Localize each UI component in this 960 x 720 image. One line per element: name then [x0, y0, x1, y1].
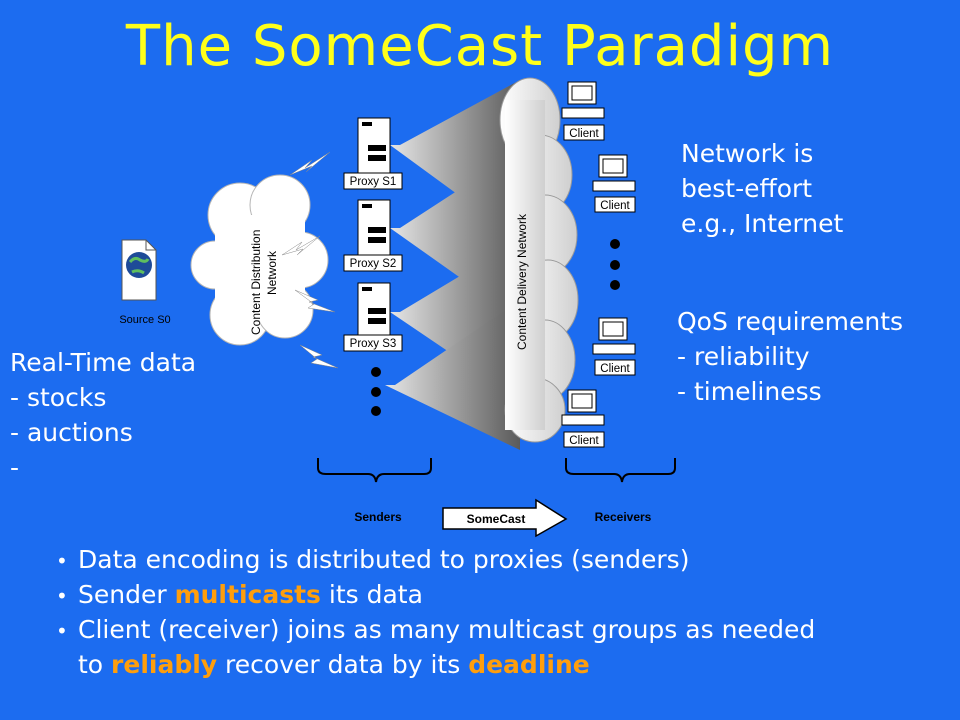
bullet-1-text: Data encoding is distributed to proxies …	[78, 545, 690, 574]
realtime-data: Real-Time data - stocks - auctions -	[10, 345, 196, 485]
client-label-4: Client	[569, 435, 599, 447]
realtime-item-auctions: - auctions	[10, 418, 133, 447]
client-label-3: Client	[600, 363, 630, 375]
client-label-2: Client	[600, 200, 630, 212]
senders-label: Senders	[354, 510, 402, 524]
bullet-3-continued: to reliably recover data by its deadline	[56, 648, 956, 681]
receivers-brace	[565, 458, 676, 483]
proxy-server-icon	[357, 117, 391, 336]
beam-4	[385, 300, 520, 450]
bullet-3-mid: recover data by its	[217, 650, 469, 679]
receivers-label: Receivers	[595, 510, 652, 524]
qos-heading: QoS requirements	[677, 307, 904, 336]
network-note-line2: best-effort	[681, 174, 813, 203]
proxy-label-1: Proxy S1	[350, 176, 397, 188]
bullet-2: •Sender multicasts its data	[56, 580, 423, 609]
bullet-1: •Data encoding is distributed to proxies…	[56, 545, 690, 574]
lightning-bolt-icon	[281, 151, 339, 369]
bullet-3-highlight-reliably: reliably	[111, 650, 218, 679]
qos-requirements: QoS requirements - reliability - timelin…	[677, 304, 903, 409]
network-note-line3: e.g., Internet	[681, 209, 844, 238]
source-document-icon	[121, 239, 157, 301]
page-title: The SomeCast Paradigm	[125, 14, 835, 79]
somecast-arrow	[442, 498, 568, 538]
source-label: Source S0	[119, 314, 170, 326]
qos-item-reliability: - reliability	[677, 342, 810, 371]
senders-brace	[317, 458, 432, 483]
bullet-3-highlight-deadline: deadline	[468, 650, 590, 679]
distribution-network-cloud	[190, 174, 329, 346]
proxy-label-3: Proxy S3	[350, 338, 397, 350]
delivery-network-cloud	[499, 77, 579, 443]
bullet-2-highlight: multicasts	[174, 580, 321, 609]
bullet-2-post: its data	[320, 580, 423, 609]
bullet-3-pre: to	[78, 650, 112, 679]
bullet-3-line1: Client (receiver) joins as many multicas…	[78, 615, 816, 644]
client-computer-icon	[561, 81, 636, 426]
delivery-network-label: Content Delivery Network	[515, 213, 529, 350]
network-note: Network is best-effort e.g., Internet	[681, 136, 843, 241]
client-ellipsis	[610, 239, 620, 290]
somecast-label: SomeCast	[467, 512, 526, 526]
realtime-heading: Real-Time data	[10, 348, 197, 377]
realtime-item-stocks: - stocks	[10, 383, 107, 412]
distribution-network-label-line1: Content Distribution	[249, 230, 263, 335]
bullet-2-pre: Sender	[78, 580, 175, 609]
proxy-ellipsis	[371, 367, 381, 416]
proxy-label-2: Proxy S2	[350, 258, 397, 270]
realtime-item-more: -	[10, 453, 20, 482]
network-note-line1: Network is	[681, 139, 814, 168]
summary-bullets: •Data encoding is distributed to proxies…	[56, 543, 956, 681]
qos-item-timeliness: - timeliness	[677, 377, 822, 406]
distribution-network-label-line2: Network	[265, 250, 279, 295]
client-label-1: Client	[569, 128, 599, 140]
bullet-3: •Client (receiver) joins as many multica…	[56, 615, 816, 644]
